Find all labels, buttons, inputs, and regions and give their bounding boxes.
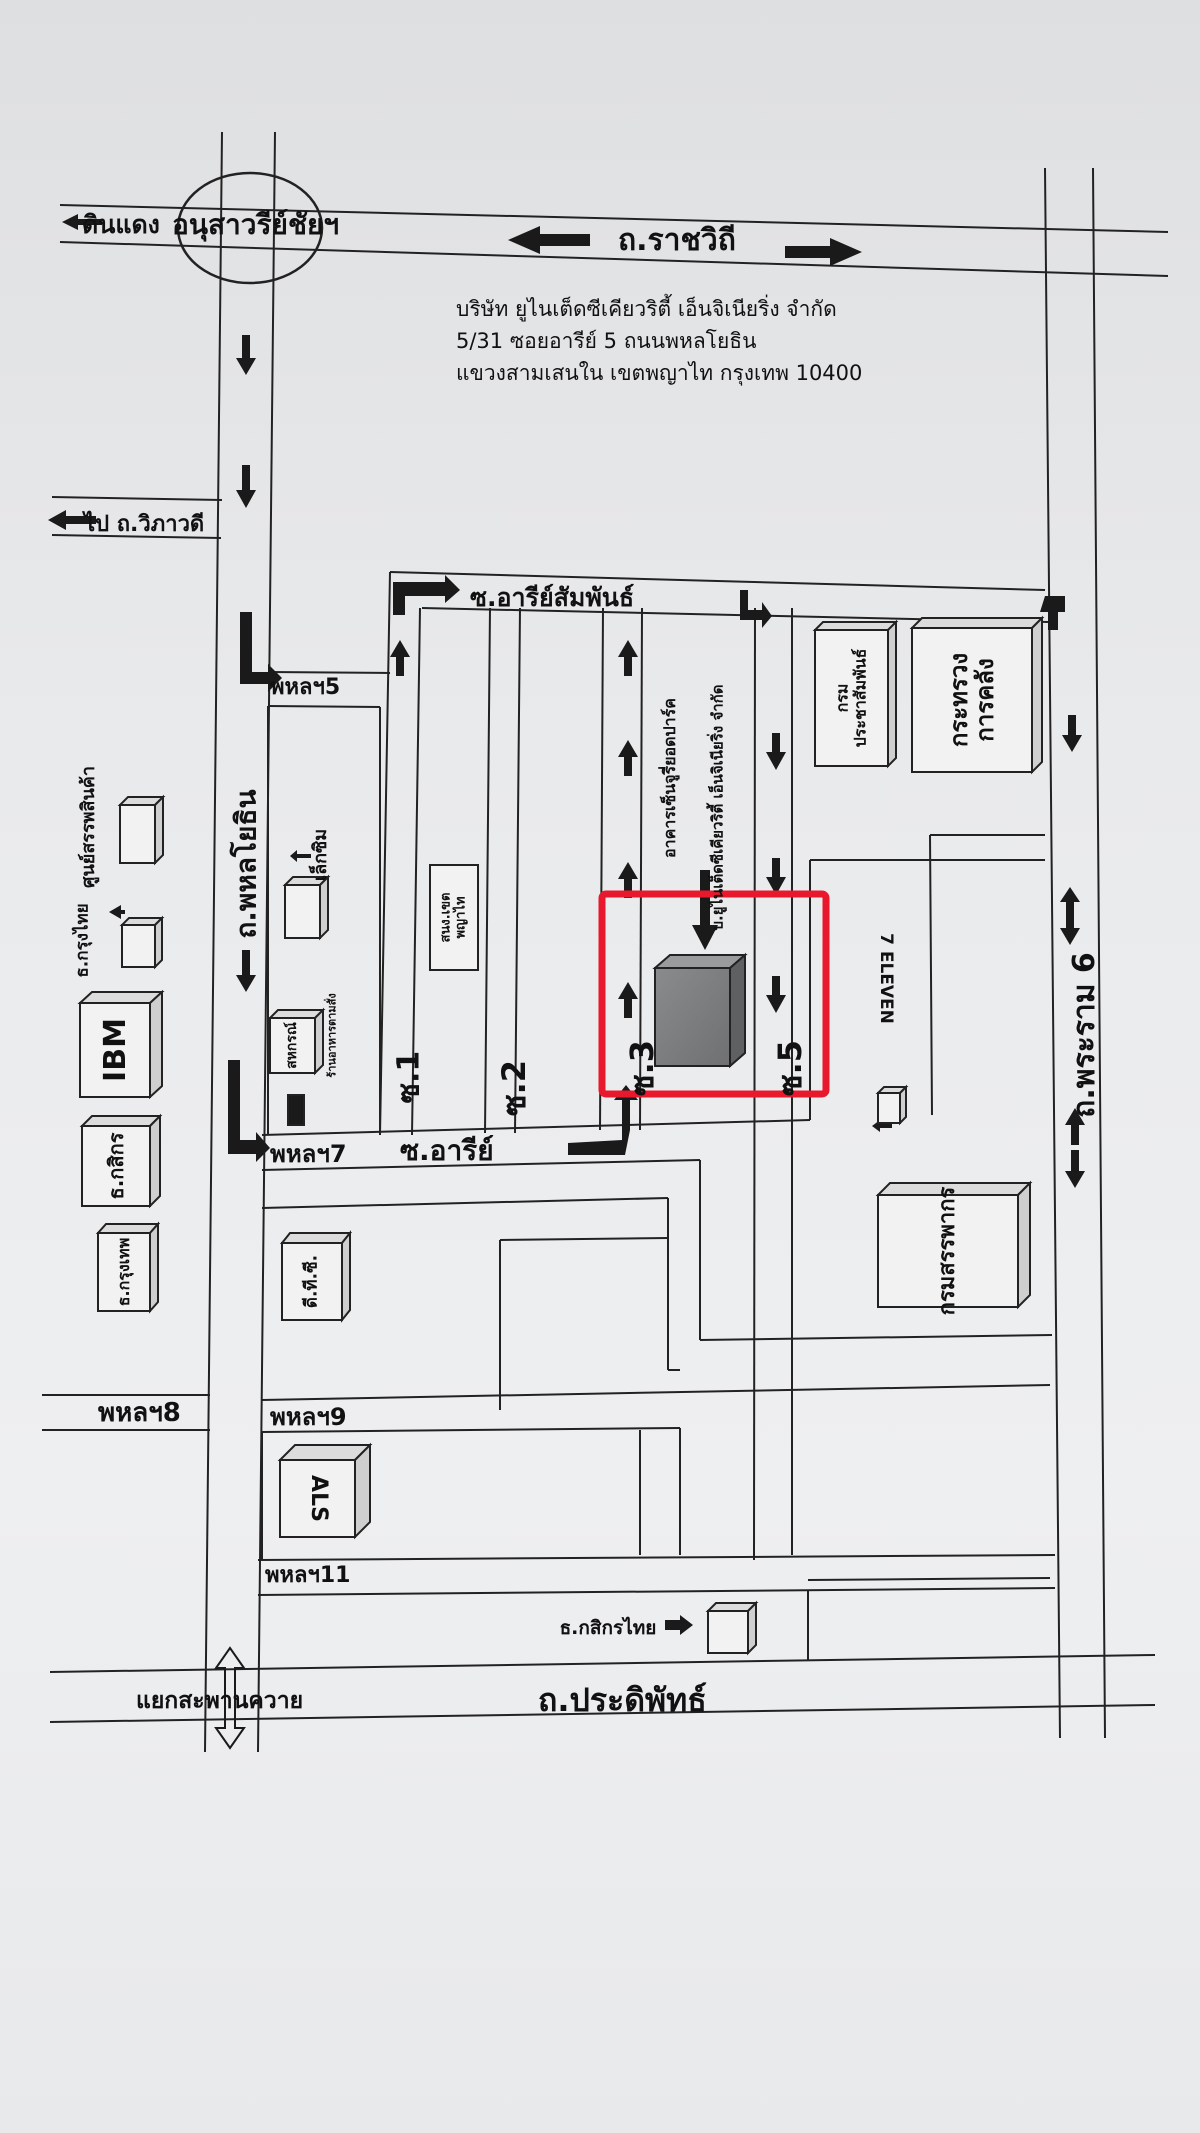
soi1-label: ซ.1 (391, 1050, 427, 1104)
seven-eleven-label: 7 ELEVEN (875, 933, 896, 1024)
nso-label: สนง.เขตพญาไท (438, 892, 468, 943)
roads (42, 131, 1169, 1753)
dtc-label: ดี.ที.ซี. (301, 1254, 322, 1309)
victory-monument-label: อนุสาวรีย์ชัยฯ (172, 208, 340, 241)
direction-arrows (48, 214, 1085, 1750)
target-company-label: บ.ยูไนเต็ดซีเคียวริตี้ เอ็นจิเนียริ่ง จำ… (708, 684, 727, 931)
small-note-label: ร้านอาหารตามสั่ง (325, 993, 339, 1078)
target-highlight-frame (598, 890, 830, 1098)
saphan-khwai-label: แยกสะพานควาย (136, 1688, 304, 1714)
bangkok-bank-label: ธ.กรุงเทพ (114, 1237, 134, 1307)
ktb-label: ธ.กรุงไทย (72, 903, 93, 978)
phahon11-label: พหลฯ11 (265, 1563, 351, 1588)
als-label: ALS (305, 1475, 331, 1522)
phahon5-label: พหลฯ5 (270, 675, 341, 700)
finance-ministry-label: กระทรวงการคลัง (944, 652, 999, 748)
ibm-label: IBM (97, 1018, 133, 1082)
phahonyothin-label: ถ.พหลโยธิน (229, 789, 263, 939)
target-building-label: อาคารเซ็นจูรี่ยอดปาร์ค (659, 698, 679, 858)
company-address-block: บริษัท ยูไนเต็ดซีเคียวริตี้ เอ็นจิเนียริ… (456, 293, 1016, 389)
vibhavadi-label: ไป ถ.วิภาวดี (84, 512, 205, 537)
rama6-label: ถ.พระราม 6 (1066, 952, 1102, 1118)
phahon8-label: พหลฯ8 (98, 1398, 181, 1428)
kbank-left-label: ธ.กสิกร (104, 1132, 128, 1200)
soi3-label: ซ.3 (623, 1039, 662, 1097)
lek-siam-label: เล็กซิม (310, 828, 332, 882)
address-line-1: 5/31 ซอยอารีย์ 5 ถนนพหลโยธิน (456, 329, 757, 353)
phahon9-label: พหลฯ9 (270, 1403, 347, 1431)
phahon7-label: พหลฯ7 (270, 1140, 347, 1168)
soi2-label: ซ.2 (495, 1059, 534, 1117)
buildings (77, 615, 1045, 1656)
kbank-thai-label: ธ.กสิกรไทย (559, 1616, 657, 1639)
din-daeng-label: ดินแดง (82, 210, 160, 239)
road-ratchawithi-label: ถ.ราชวิถี (618, 223, 736, 258)
electrical-center-label: ศูนย์สรรพสินค้า (77, 766, 99, 888)
ari-samphan-label: ซ.อารีย์สัมพันธ์ (470, 583, 635, 612)
revenue-dept-label: กรมสรรพากร (934, 1186, 960, 1316)
soi5-label: ซ.5 (771, 1039, 810, 1097)
address-line-2: แขวงสามเสนใน เขตพญาไท กรุงเทพ 10400 (456, 361, 863, 385)
soi-ari-label: ซ.อารีย์ (400, 1134, 494, 1167)
sahakon-label: สหกรณ์ (283, 1022, 300, 1069)
company-name: บริษัท ยูไนเต็ดซีเคียวริตี้ เอ็นจิเนียริ… (456, 297, 837, 321)
victory-monument-circle (176, 171, 324, 285)
pradiphat-label: ถ.ประดิพัทธ์ (538, 1681, 707, 1719)
